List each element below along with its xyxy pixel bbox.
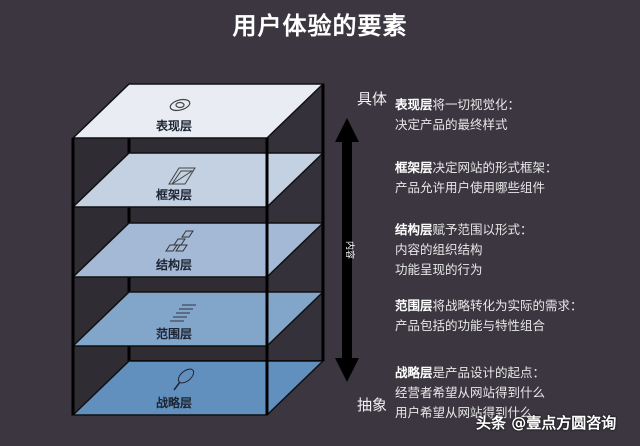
layer-description-3: 结构层赋予范围以形式： 内容的组织结构功能呈现的行为 xyxy=(395,220,533,280)
description-heading: 表现层将一切视觉化： xyxy=(395,95,520,115)
description-lead: 将一切视觉化： xyxy=(432,97,521,112)
structure-node xyxy=(165,244,178,252)
arrow-label: 内容 xyxy=(344,241,356,259)
layer-label: 框架层 xyxy=(156,187,192,202)
layer-2: 框架层 xyxy=(71,152,325,277)
layer-label: 结构层 xyxy=(156,257,192,272)
description-layer-name: 范围层 xyxy=(395,298,433,313)
watermark: 头条 @壹点方圆咨询 xyxy=(476,414,617,432)
description-heading: 战略层是产品设计的起点： xyxy=(395,363,545,383)
arrow-head-up-icon xyxy=(335,118,359,142)
axis-top-label: 具体 xyxy=(357,90,388,108)
balloon-string xyxy=(173,381,181,391)
description-line: 经营者希望从网站得到什么 xyxy=(395,385,546,400)
arrow-shaft xyxy=(342,140,352,360)
description-layer-name: 战略层 xyxy=(395,365,433,380)
page-title: 用户体验的要素 xyxy=(232,12,408,40)
eye-outline xyxy=(169,98,191,112)
description-line: 产品允许用户使用哪些组件 xyxy=(395,180,546,195)
description-heading: 结构层赋予范围以形式： xyxy=(395,220,533,240)
description-heading: 范围层将战略转化为实际的需求： xyxy=(395,296,583,316)
eye-pupil xyxy=(175,101,185,109)
layer-label: 表现层 xyxy=(155,118,192,133)
description-line: 功能呈现的行为 xyxy=(395,262,483,277)
layer-description-5: 战略层是产品设计的起点： 经营者希望从网站得到什么用户希望从网站得到什么 xyxy=(395,363,545,423)
description-lead: 决定网站的形式框架： xyxy=(432,160,558,175)
layer-label: 范围层 xyxy=(156,326,192,341)
description-layer-name: 表现层 xyxy=(395,97,433,112)
wireframe-outer xyxy=(168,167,196,185)
description-lead: 赋予范围以形式： xyxy=(432,222,533,237)
description-line: 用户希望从网站得到什么 xyxy=(395,405,533,420)
description-heading: 框架层决定网站的形式框架： xyxy=(395,158,558,178)
layer-label: 战略层 xyxy=(156,395,192,410)
description-line: 内容的组织结构 xyxy=(395,242,483,257)
structure-node xyxy=(175,244,188,252)
arrow-head-down-icon xyxy=(335,358,359,382)
layer-description-4: 范围层将战略转化为实际的需求： 产品包括的功能与特性组合 xyxy=(395,296,583,336)
description-lead: 是产品设计的起点： xyxy=(432,365,546,380)
layer-3: 结构层 xyxy=(71,222,325,346)
description-layer-name: 结构层 xyxy=(395,222,433,237)
description-layer-name: 框架层 xyxy=(395,160,433,175)
layer-description-2: 框架层决定网站的形式框架： 产品允许用户使用哪些组件 xyxy=(395,158,558,198)
balloon-shape xyxy=(177,368,195,384)
layer-description-1: 表现层将一切视觉化： 决定产品的最终样式 xyxy=(395,95,520,135)
structure-node xyxy=(173,238,186,246)
description-lead: 将战略转化为实际的需求： xyxy=(432,298,583,313)
layer-4: 范围层 xyxy=(71,291,325,415)
axis-bottom-label: 抽象 xyxy=(357,396,388,414)
description-line: 产品包括的功能与特性组合 xyxy=(395,318,546,333)
wireframe-inner xyxy=(171,170,194,185)
description-line: 决定产品的最终样式 xyxy=(395,117,508,132)
layer-1: 表现层 xyxy=(71,83,325,207)
structure-node xyxy=(181,230,194,238)
